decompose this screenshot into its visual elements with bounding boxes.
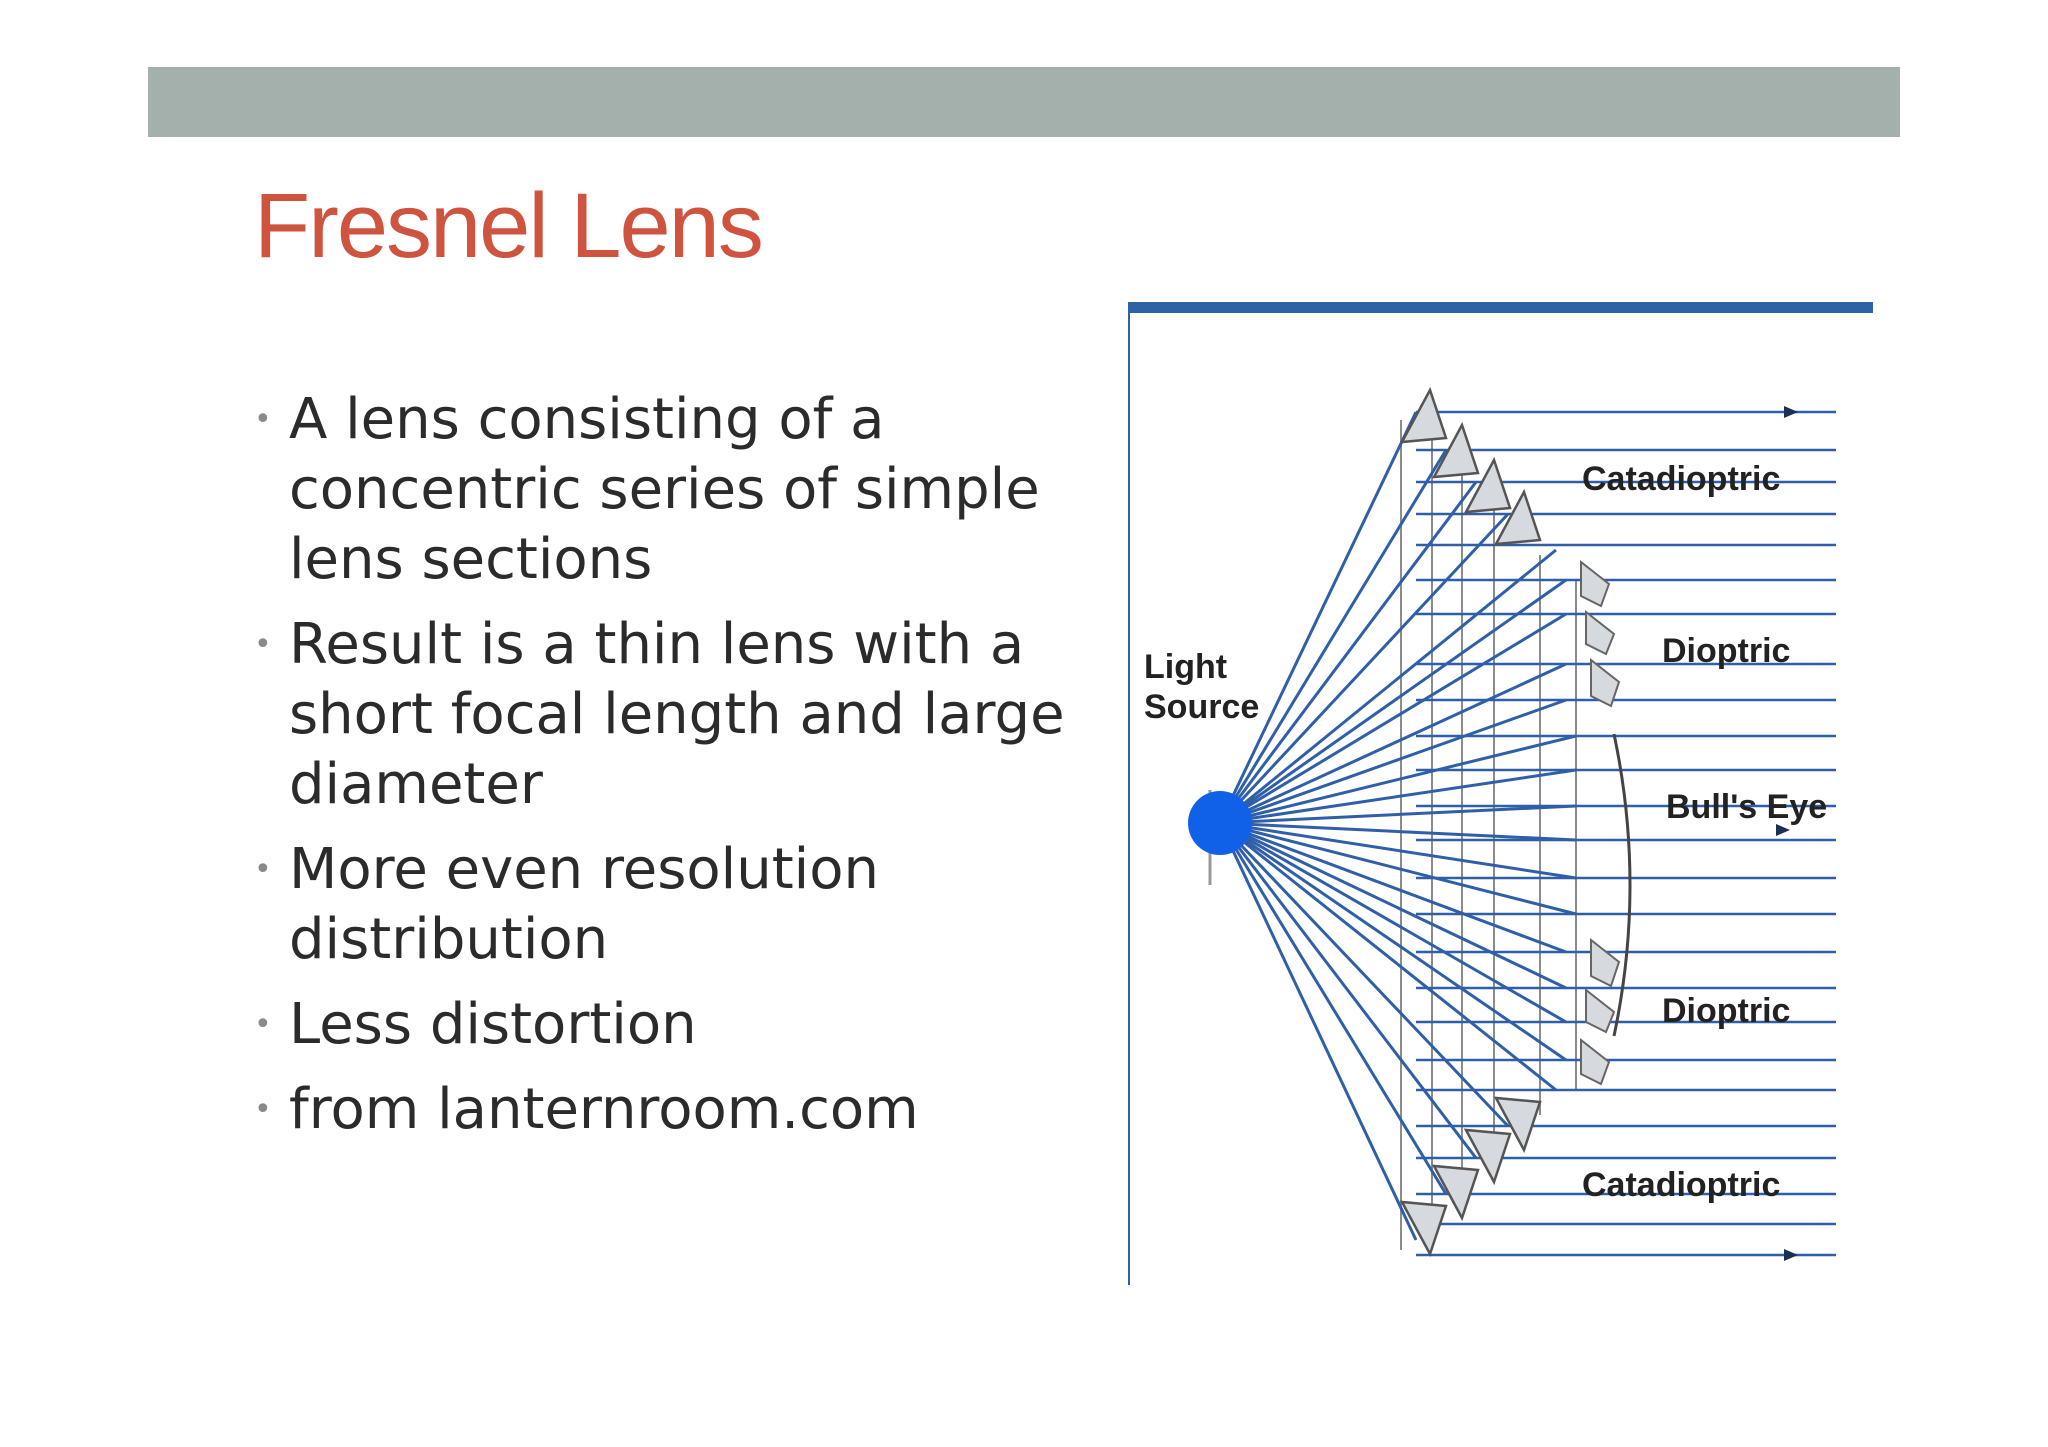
bullet-dot-icon: •: [254, 627, 272, 662]
catadioptric-prism: [1399, 1200, 1448, 1258]
light-ray: [1219, 821, 1567, 954]
diagram-canvas: Light Source Catadioptric Dioptric Bull'…: [1128, 302, 1873, 1285]
dioptric-prism: [1585, 987, 1616, 1034]
bullet-text: A lens consisting of a concentric series…: [289, 387, 1040, 592]
light-ray: [1219, 821, 1577, 880]
dioptric-top-label: Dioptric: [1662, 632, 1790, 670]
light-source-icon: [1188, 791, 1252, 855]
slide-title: Fresnel Lens: [254, 175, 764, 277]
light-ray: [1219, 804, 1577, 825]
light-ray: [1219, 734, 1577, 825]
dioptric-bottom-label: Dioptric: [1662, 992, 1790, 1030]
bullet-list: • A lens consisting of a concentric seri…: [254, 385, 1114, 1160]
light-source-label: Source: [1144, 688, 1259, 726]
bullet-text: More even resolution distribution: [289, 837, 879, 972]
bullet-item: • A lens consisting of a concentric seri…: [254, 385, 1114, 595]
light-ray: [1219, 548, 1557, 825]
bullet-text: Less distortion: [289, 992, 697, 1057]
bullet-dot-icon: •: [254, 1092, 272, 1127]
bullet-item: • More even resolution distribution: [254, 835, 1114, 975]
light-ray: [1219, 821, 1567, 990]
dioptric-prism: [1585, 609, 1616, 656]
dioptric-prism: [1580, 559, 1611, 608]
output-ray-lines: [1416, 410, 1836, 1257]
light-ray: [1219, 578, 1567, 825]
light-rays: [1218, 411, 1577, 1241]
catadioptric-prism: [1493, 1096, 1542, 1154]
dioptric-prism: [1590, 937, 1621, 988]
diagram-top-border: [1129, 302, 1873, 313]
bullet-dot-icon: •: [254, 852, 272, 887]
light-ray: [1219, 698, 1567, 825]
arrow-head-icon: [1776, 824, 1790, 836]
dioptric-prism: [1590, 657, 1621, 708]
catadioptric-prism: [1399, 386, 1448, 444]
light-ray: [1219, 821, 1577, 842]
bulls-eye-label: Bull's Eye: [1666, 788, 1827, 826]
diagram-left-border: [1128, 302, 1130, 1285]
arrow-head-icon: [1784, 1249, 1798, 1261]
light-ray: [1219, 768, 1577, 825]
light-ray: [1218, 822, 1478, 1159]
catadioptric-prism: [1463, 456, 1512, 514]
light-ray: [1219, 821, 1577, 916]
light-ray: [1218, 449, 1448, 824]
fresnel-lens-diagram: Light Source Catadioptric Dioptric Bull'…: [1126, 300, 1876, 1285]
bulls-eye-lens-arc: [1612, 733, 1632, 1037]
arrow-heads: [1776, 406, 1798, 1261]
catadioptric-prism: [1431, 1164, 1480, 1222]
bullet-item: • Less distortion: [254, 990, 1114, 1060]
bullet-text: from lanternroom.com: [289, 1077, 919, 1142]
light-ray: [1218, 822, 1448, 1195]
catadioptric-prism: [1493, 488, 1542, 546]
bullet-dot-icon: •: [254, 1007, 272, 1042]
catadioptric-top-label: Catadioptric: [1582, 460, 1780, 498]
light-ray: [1218, 411, 1418, 824]
bullet-dot-icon: •: [254, 402, 272, 437]
catadioptric-prism: [1431, 421, 1480, 479]
light-ray: [1219, 821, 1567, 1024]
light-ray: [1218, 821, 1510, 1128]
bullet-item: • from lanternroom.com: [254, 1075, 1114, 1145]
light-ray: [1219, 821, 1557, 1092]
light-source-label: Light: [1144, 648, 1227, 686]
light-ray: [1218, 822, 1418, 1241]
bullet-text: Result is a thin lens with a short focal…: [289, 612, 1065, 817]
light-ray: [1218, 481, 1478, 824]
bullet-item: • Result is a thin lens with a short foc…: [254, 610, 1114, 820]
light-ray: [1219, 821, 1567, 1062]
lens-prisms: [1399, 386, 1621, 1258]
dioptric-prism: [1580, 1037, 1611, 1086]
light-ray: [1219, 612, 1567, 825]
catadioptric-bottom-label: Catadioptric: [1582, 1166, 1780, 1204]
light-ray: [1219, 662, 1567, 825]
catadioptric-prism: [1463, 1128, 1512, 1186]
header-bar: [148, 67, 1900, 137]
light-ray: [1218, 512, 1510, 825]
arrow-head-icon: [1784, 406, 1798, 418]
